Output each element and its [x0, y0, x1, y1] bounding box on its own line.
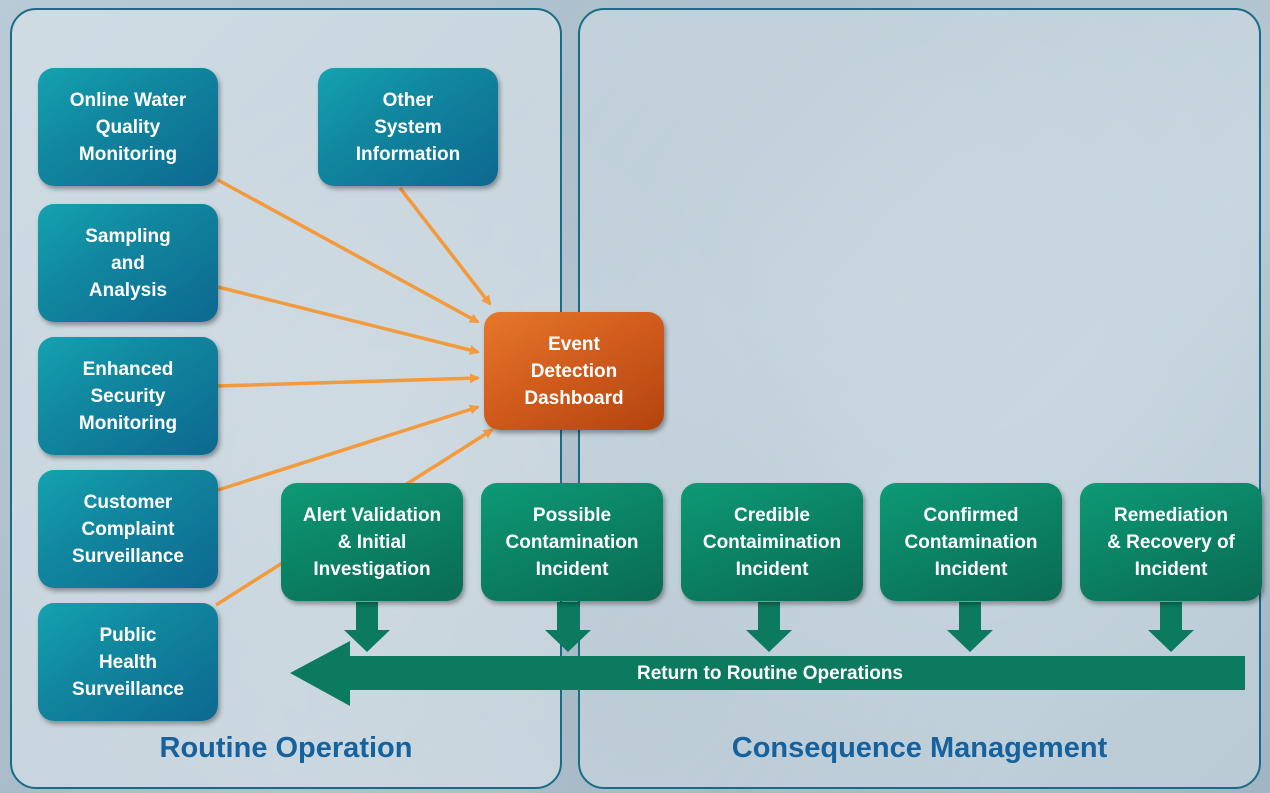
online-water-quality-monitoring-box: Online Water Quality Monitoring — [38, 68, 218, 186]
stage-label: Possible Contamination Incident — [505, 504, 639, 580]
sampling-and-analysis-label: Sampling and Analysis — [85, 225, 171, 301]
down-arrow-stage-5 — [1148, 602, 1194, 652]
consequence-management-title: Consequence Management — [731, 732, 1108, 764]
public-health-surveillance-box: Public Health Surveillance — [38, 603, 218, 721]
public-health-surveillance-label: Public Health Surveillance — [72, 624, 184, 700]
stage-box-alert-validation: Alert Validation & Initial Investigation — [281, 483, 463, 601]
sampling-and-analysis-box: Sampling and Analysis — [38, 204, 218, 322]
arrow-other-system — [398, 186, 492, 306]
enhanced-security-monitoring-label: Enhanced Security Monitoring — [78, 358, 178, 434]
stage-box-confirmed-contamination: Confirmed Contamination Incident — [880, 483, 1062, 601]
arrow-customer-complaint — [217, 404, 480, 492]
stage-box-remediation-recovery: Remediation & Recovery of Incident — [1080, 483, 1262, 601]
stage-label: Credible Contaimination Incident — [702, 504, 842, 580]
down-arrow-stage-4 — [947, 602, 993, 652]
other-system-information-box: Other System Information — [318, 68, 498, 186]
stage-label: Remediation & Recovery of Incident — [1107, 504, 1235, 580]
customer-complaint-surveillance-label: Customer Complaint Surveillance — [72, 491, 184, 567]
event-detection-dashboard-box: Event Detection Dashboard — [484, 312, 664, 430]
arrow-sampling — [217, 285, 480, 355]
routine-operation-title: Routine Operation — [159, 732, 413, 764]
enhanced-security-monitoring-box: Enhanced Security Monitoring — [38, 337, 218, 455]
down-arrow-stage-3 — [746, 602, 792, 652]
online-water-quality-monitoring-label: Online Water Quality Monitoring — [69, 89, 187, 165]
stage-label: Confirmed Contamination Incident — [904, 504, 1038, 580]
down-arrow-stage-2 — [545, 602, 591, 652]
other-system-information-label: Other System Information — [355, 89, 461, 165]
return-to-routine-label: Return to Routine Operations — [637, 663, 903, 684]
down-arrow-stage-1 — [344, 602, 390, 652]
arrow-enhanced-security — [217, 373, 480, 388]
event-detection-dashboard-label: Event Detection Dashboard — [524, 333, 624, 409]
arrow-online-water — [217, 178, 480, 324]
stage-label: Alert Validation & Initial Investigation — [302, 504, 442, 580]
stage-box-credible-contamination: Credible Contaimination Incident — [681, 483, 863, 601]
stage-box-possible-contamination: Possible Contamination Incident — [481, 483, 663, 601]
return-arrow-shape — [290, 641, 1245, 706]
customer-complaint-surveillance-box: Customer Complaint Surveillance — [38, 470, 218, 588]
